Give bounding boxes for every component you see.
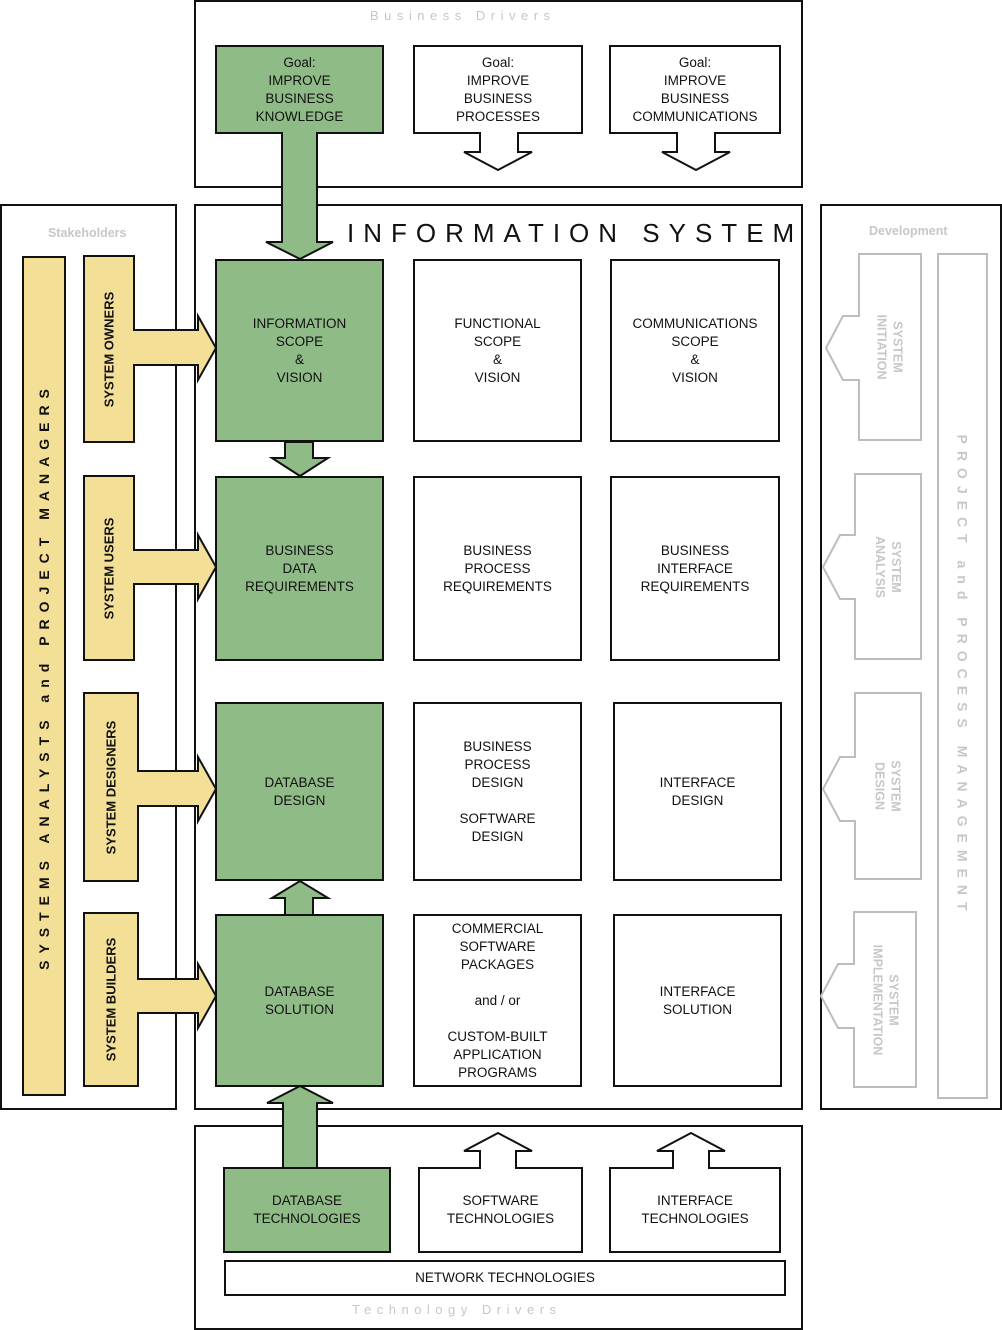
processes-goal-arrow [413,45,583,172]
solution-to-design-arrow [268,879,332,916]
information-system-title: INFORMATION SYSTEM [347,218,804,248]
db-tech-arrow [223,1167,391,1253]
interface-solution-cell: INTERFACE SOLUTION [613,914,782,1087]
system-owners-label-wrap: SYSTEM OWNERS [84,256,134,442]
system-builders-label: SYSTEM BUILDERS [103,937,119,1062]
technology-drivers-label: Technology Drivers [352,1302,562,1317]
system-users-label: SYSTEM USERS [101,517,117,619]
interface-tech-arrow [609,1131,781,1253]
network-technologies-box: NETWORK TECHNOLOGIES [224,1260,786,1296]
system-design-label-wrap: SYSTEM DESIGN [855,693,921,879]
goal-processes-text: Goal: IMPROVE BUSINESS PROCESSES [455,54,541,124]
communications-goal-arrow [609,45,781,172]
interface-technologies-text: INTERFACE TECHNOLOGIES [641,1193,749,1226]
system-builders-arrow [83,912,218,1087]
systems-analysts-label-wrap: SYSTEMS ANALYSTS and PROJECT MANAGERS [22,256,66,1096]
system-users-label-wrap: SYSTEM USERS [84,476,134,660]
business-process-requirements-cell: BUSINESS PROCESS REQUIREMENTS [413,476,582,661]
scope-to-requirements-arrow [268,441,332,478]
commercial-software-cell: COMMERCIAL SOFTWARE PACKAGES and / or CU… [413,914,582,1087]
information-scope-cell: INFORMATION SCOPE & VISION [215,259,384,442]
business-drivers-label: Business Drivers [370,8,556,23]
stakeholders-label: Stakeholders [48,226,127,240]
system-implementation-label: SYSTEM IMPLEMENTATION [870,944,901,1055]
system-designers-arrow [83,692,218,882]
system-implementation-arrow [819,911,917,1088]
system-implementation-label-wrap: SYSTEM IMPLEMENTATION [854,912,916,1087]
business-data-requirements-cell: BUSINESS DATA REQUIREMENTS [215,476,384,661]
system-designers-label-wrap: SYSTEM DESIGNERS [84,693,138,881]
systems-analysts-bar [22,256,66,1096]
db-tech-up-arrow [266,1084,334,1169]
project-management-bar [937,253,988,1099]
system-analysis-label-wrap: SYSTEM ANALYSIS [855,474,921,659]
communications-scope-cell: COMMUNICATIONS SCOPE & VISION [610,259,780,442]
system-owners-label: SYSTEM OWNERS [101,291,117,407]
system-users-arrow [83,475,218,661]
functional-scope-cell: FUNCTIONAL SCOPE & VISION [413,259,582,442]
project-management-label: PROJECT and PROCESS MANAGEMENT [954,434,971,918]
database-technologies-text: DATABASE TECHNOLOGIES [253,1193,361,1226]
goal-knowledge-text: Goal: IMPROVE BUSINESS KNOWLEDGE [255,54,344,124]
project-management-label-wrap: PROJECT and PROCESS MANAGEMENT [938,254,987,1098]
system-design-arrow [821,692,922,880]
system-owners-arrow [83,255,218,443]
software-technologies-text: SOFTWARE TECHNOLOGIES [446,1193,555,1226]
software-tech-arrow [418,1131,583,1253]
system-builders-label-wrap: SYSTEM BUILDERS [84,913,138,1086]
system-initiation-label: SYSTEM INITIATION [875,314,906,380]
development-label: Development [869,224,948,238]
system-initiation-label-wrap: SYSTEM INITIATION [859,254,921,440]
system-analysis-label: SYSTEM ANALYSIS [873,535,903,598]
database-solution-cell: DATABASE SOLUTION [215,914,384,1087]
system-initiation-arrow [824,253,922,441]
business-interface-requirements-cell: BUSINESS INTERFACE REQUIREMENTS [610,476,780,661]
system-design-label: SYSTEM DESIGN [873,760,903,812]
goal-communications-text: Goal: IMPROVE BUSINESS COMMUNICATIONS [632,54,758,124]
knowledge-goal-arrow [215,45,384,261]
database-design-cell: DATABASE DESIGN [215,702,384,881]
system-analysis-arrow [821,473,922,660]
interface-design-cell: INTERFACE DESIGN [613,702,782,881]
systems-analysts-label: SYSTEMS ANALYSTS and PROJECT MANAGERS [36,382,53,970]
process-software-design-cell: BUSINESS PROCESS DESIGN SOFTWARE DESIGN [413,702,582,881]
system-designers-label: SYSTEM DESIGNERS [103,720,119,854]
